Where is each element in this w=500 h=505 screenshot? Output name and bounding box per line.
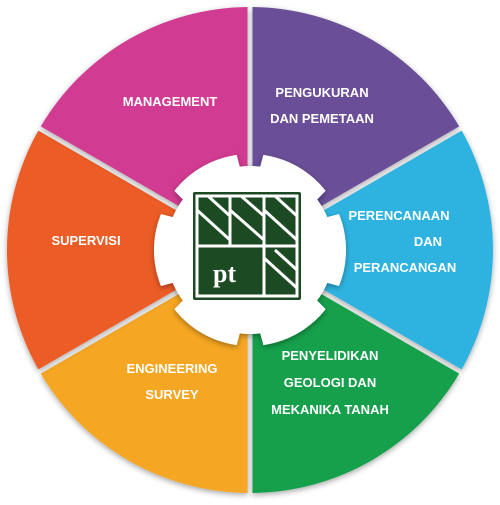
segment-perencanaan-label-line-2: DAN [414, 234, 442, 249]
segment-penyelidikan-label-line-2: GEOLOGI DAN [284, 375, 376, 390]
segment-perencanaan-label-line-1: PERENCANAAN [348, 208, 449, 223]
segment-pengukuran-label-line-2: DAN PEMETAAN [270, 111, 374, 126]
logo-grid [195, 194, 299, 298]
segment-engineering-label-line-2: SURVEY [145, 387, 199, 402]
segment-management-label-line-1: MANAGEMENT [123, 94, 218, 109]
segment-pengukuran-label-line-1: PENGUKURAN [275, 85, 368, 100]
company-logo: pt [193, 192, 301, 300]
segment-perencanaan [303, 130, 493, 370]
segments-layer: PENGUKURAN DAN PEMETAAN PERENCANAAN DAN PERA… [7, 7, 493, 493]
segment-management [40, 7, 248, 218]
segment-penyelidikan [252, 282, 460, 493]
segment-penyelidikan-label-line-1: PENYELIDIKAN [282, 348, 379, 363]
segment-pengukuran [252, 7, 460, 218]
segment-perencanaan-label-line-3: PERANCANGAN [354, 260, 457, 275]
segment-engineering [40, 282, 248, 493]
segment-supervisi [7, 130, 197, 370]
segment-supervisi-label-line-1: SUPERVISI [51, 233, 120, 248]
segment-engineering-label-line-1: ENGINEERING [126, 361, 217, 376]
logo-text: pt [213, 259, 236, 288]
segment-penyelidikan-label-line-3: MEKANIKA TANAH [271, 402, 389, 417]
